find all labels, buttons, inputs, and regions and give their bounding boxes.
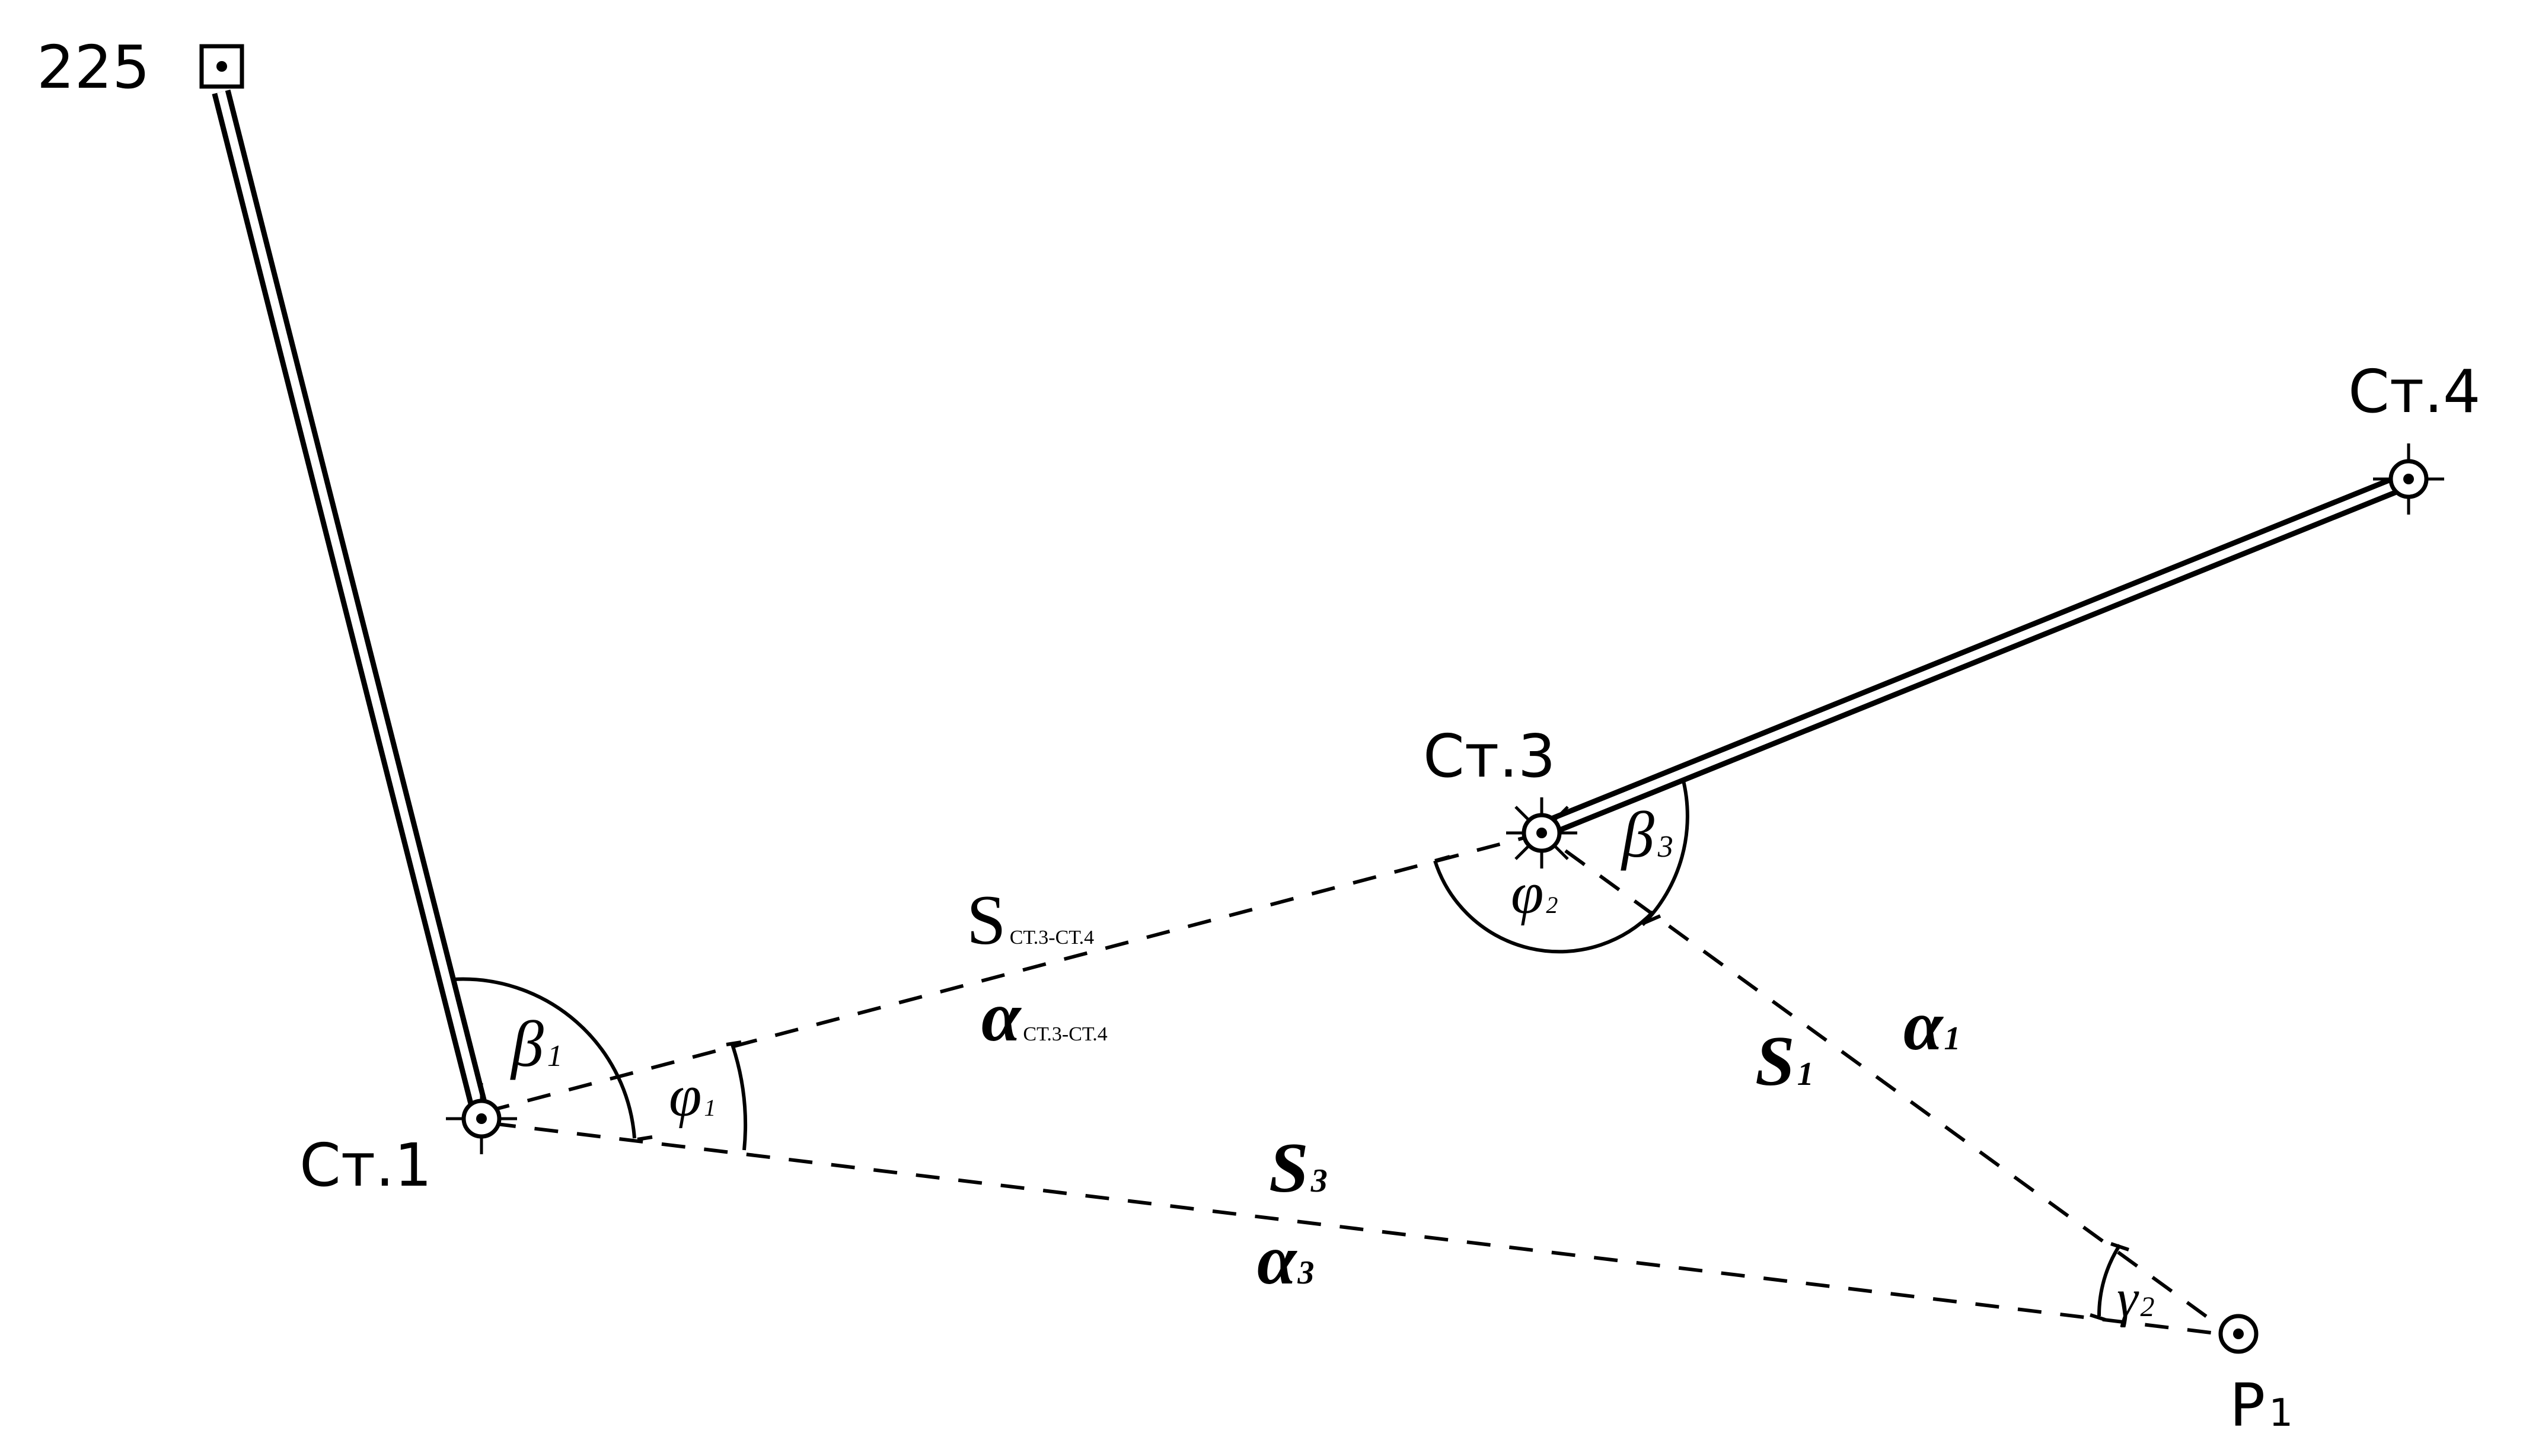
dashed-line-st1-p1 (492, 1122, 2221, 1336)
arc-beta1 (453, 977, 636, 1139)
label-gamma2: γ2 (2117, 1269, 2154, 1328)
arc-phi2 (1433, 860, 1655, 954)
arc-beta3 (1641, 778, 1689, 927)
label-st4: Ст.4 (2348, 357, 2481, 426)
label-st3: Ст.3 (1423, 721, 1556, 791)
station-st4-marker (2373, 443, 2444, 515)
station-st3-marker (1506, 797, 1577, 869)
label-p1: P1 (2230, 1371, 2293, 1440)
point-p1-marker (2218, 1314, 2259, 1354)
label-st1: Ст.1 (299, 1131, 432, 1200)
dashed-line-st1-st3 (486, 835, 1527, 1113)
label-s1: S1 (1755, 1021, 1814, 1100)
label-225: 225 (37, 33, 150, 102)
arc-gamma2 (2097, 1244, 2122, 1317)
point-225-marker (199, 44, 244, 89)
arc-phi1 (731, 1044, 748, 1151)
label-s3: S3 (1269, 1128, 1328, 1207)
label-a1: α1 (1903, 986, 1960, 1065)
double-line-st3-st4 (1538, 471, 2411, 839)
double-line-225-st1 (212, 90, 490, 1118)
station-st1-marker (446, 1083, 517, 1154)
dashed-line-st3-p1 (1564, 849, 2222, 1329)
label-a3: α3 (1257, 1220, 1314, 1299)
